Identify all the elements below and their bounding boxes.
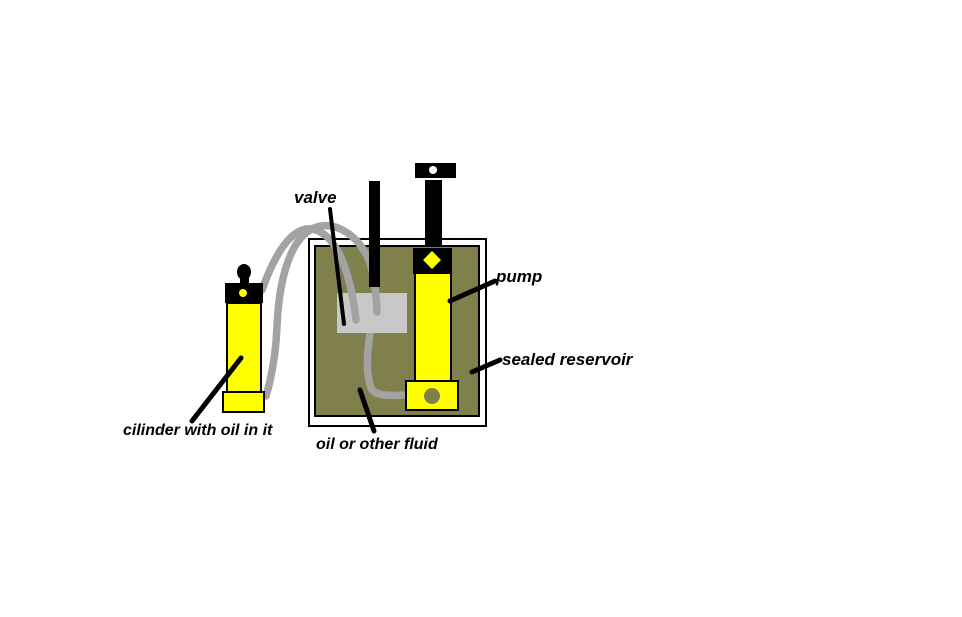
tube-cylinder-top-to-valve — [258, 225, 360, 324]
valve-box — [337, 293, 407, 333]
valve-stem-rod — [369, 181, 380, 287]
oil-pointer-line — [357, 387, 377, 434]
label-sealed-reservoir: sealed reservoir — [502, 350, 633, 369]
pump-piston-rod — [425, 180, 442, 247]
pump-handle-dot — [429, 166, 437, 174]
label-valve: valve — [294, 188, 337, 207]
cylinder-pointer-line — [189, 355, 244, 424]
cylinder-cap-dot — [239, 289, 247, 297]
label-pump: pump — [496, 267, 543, 286]
valve-pointer-line — [328, 207, 346, 326]
cylinder-knob-stem — [240, 277, 249, 284]
label-cylinder-with-oil: cilinder with oil in it — [123, 422, 273, 439]
tube-valve-to-pump — [363, 312, 409, 400]
sealed-reservoir-pointer-line — [469, 357, 503, 375]
pump-pointer-line — [447, 278, 498, 304]
pump-cap-diamond — [423, 251, 441, 269]
pump-base-port — [424, 388, 440, 404]
cylinder-body — [226, 302, 262, 393]
pump-body — [414, 272, 452, 382]
cylinder-knob — [237, 264, 251, 280]
label-oil-or-other-fluid: oil or other fluid — [316, 436, 438, 453]
cylinder-base — [222, 391, 265, 413]
